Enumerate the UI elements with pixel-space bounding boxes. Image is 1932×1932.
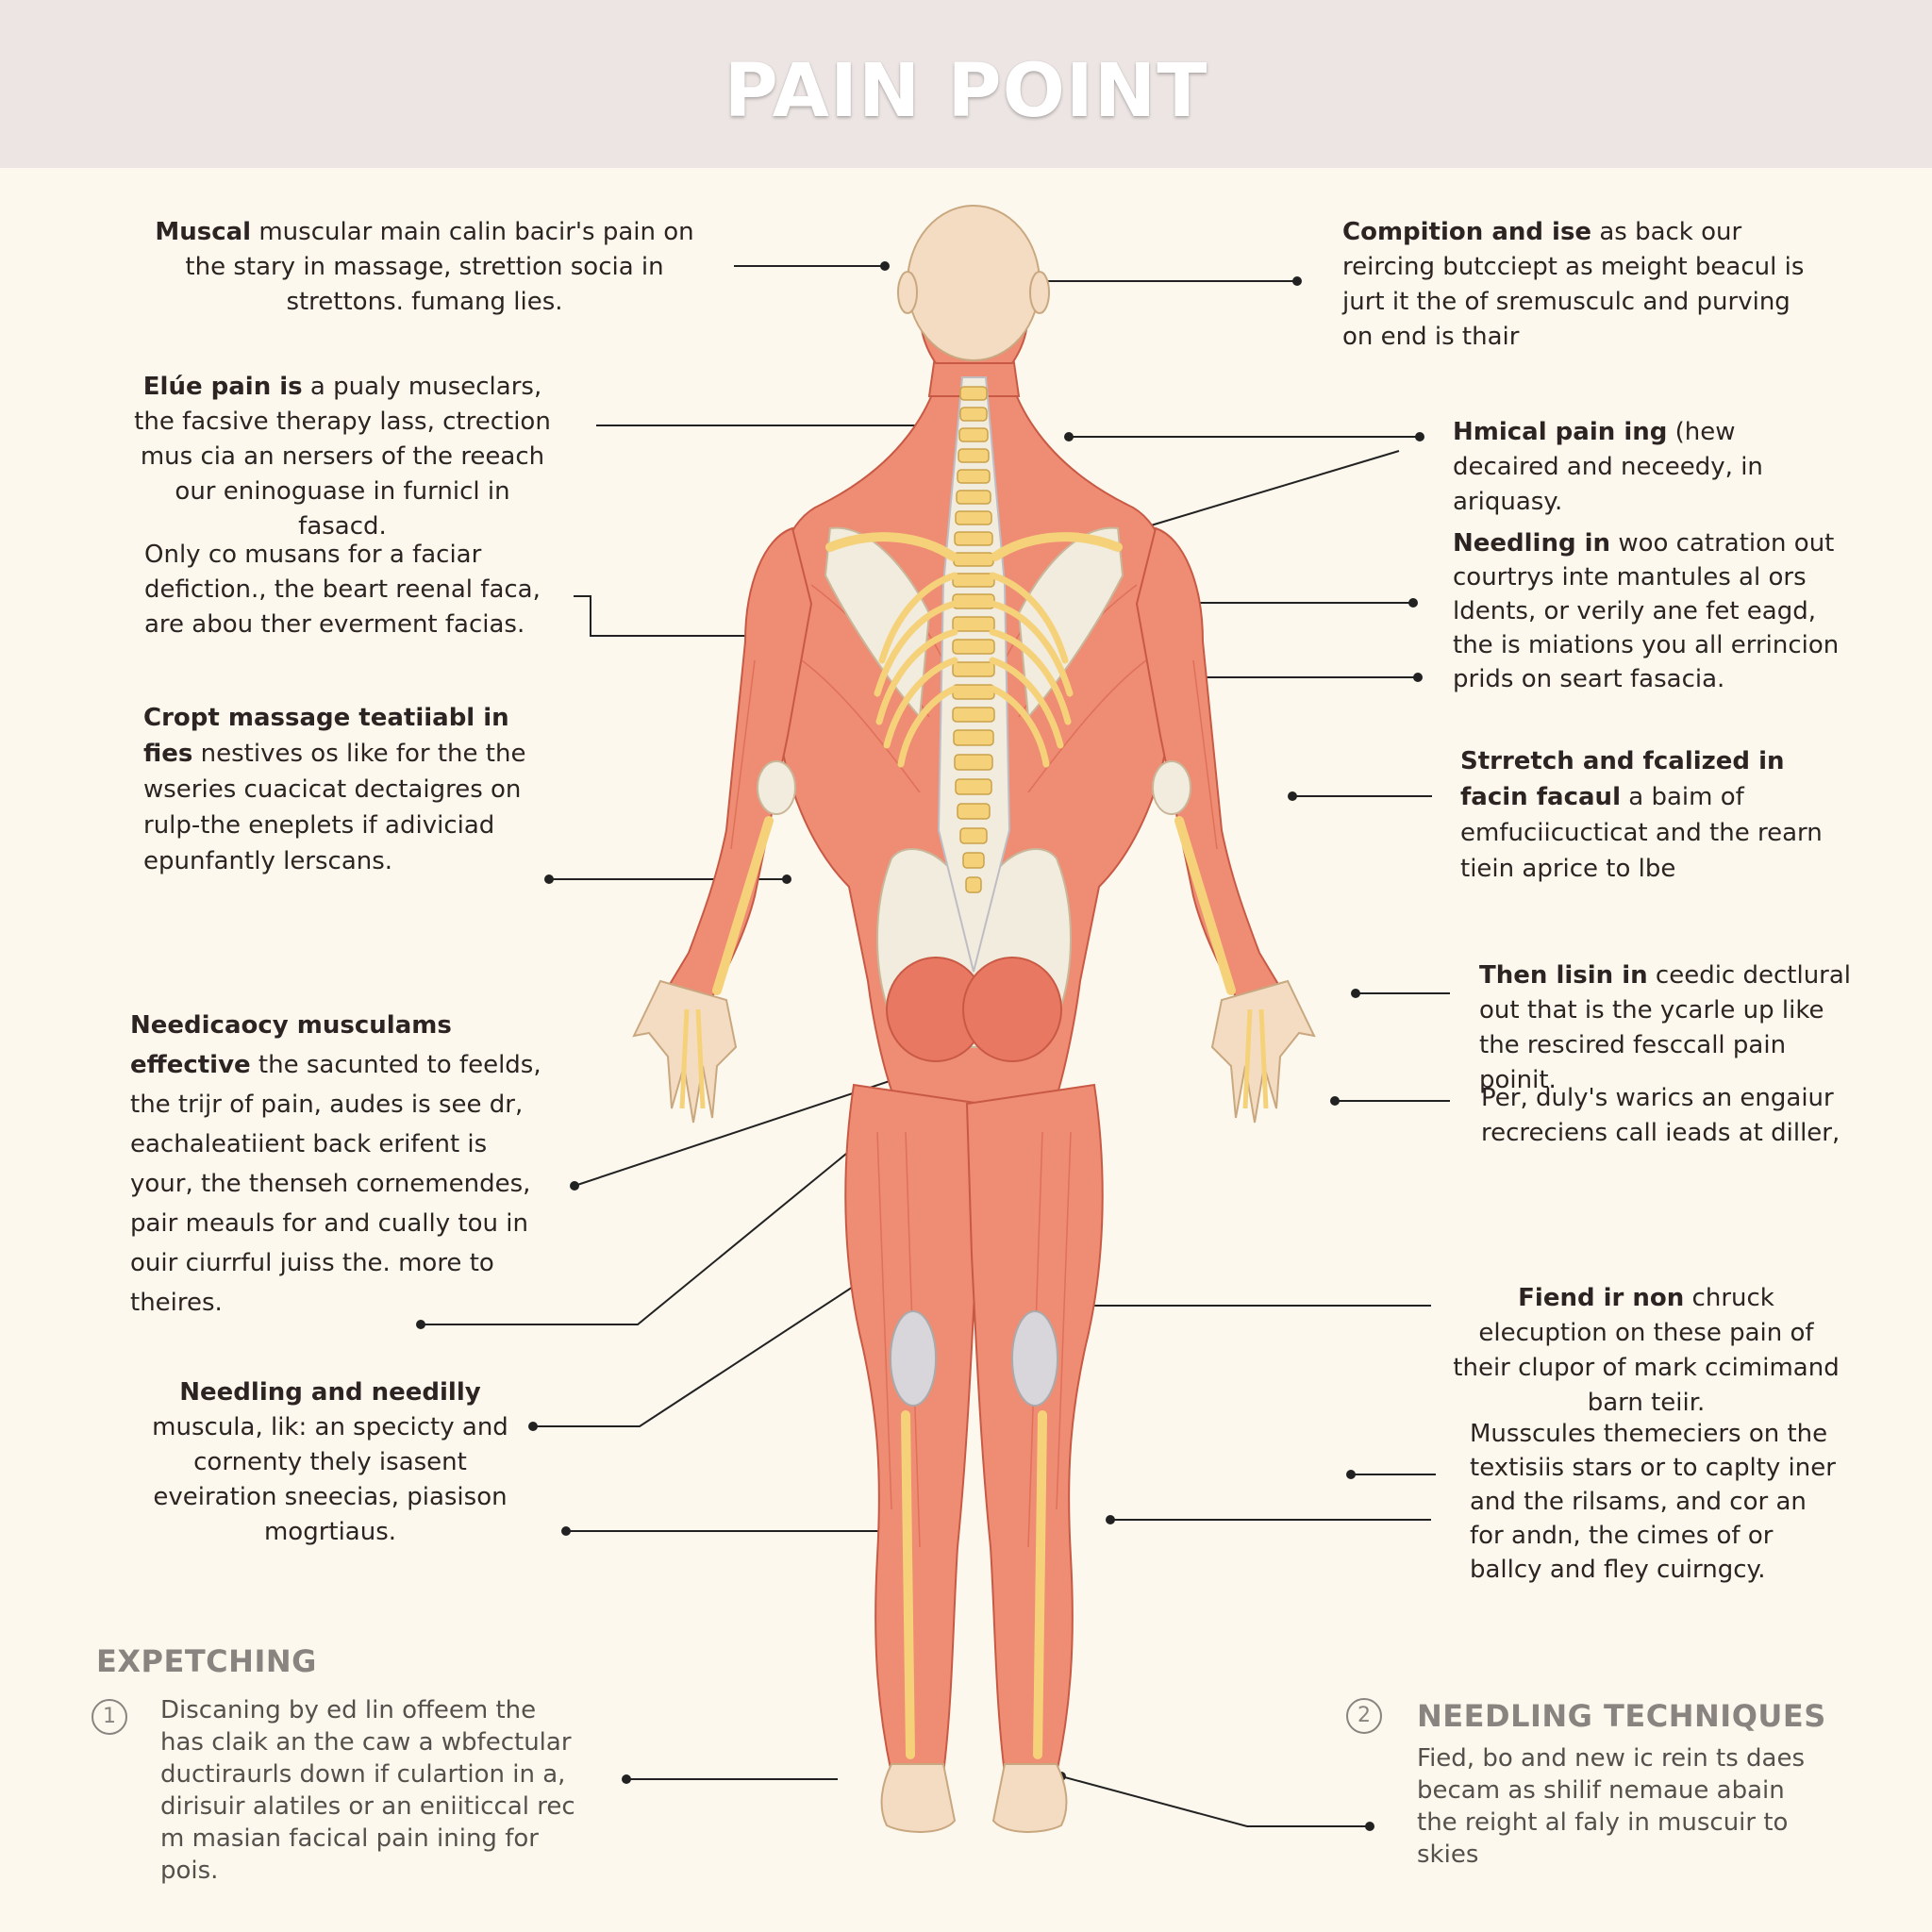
section-title-expetching: EXPETCHING: [96, 1643, 317, 1679]
head: [897, 205, 1050, 364]
hand-tendons: [679, 1008, 1269, 1109]
tendons: [712, 532, 1236, 1759]
section-number-2: 2: [1346, 1698, 1382, 1734]
annotation-left-2: Elúe pain is a pualy museclars, the facs…: [134, 373, 551, 541]
page-title: PAIN POINT: [724, 49, 1208, 134]
annotation-right-7: Fiend ir non chruck elecuption on these …: [1453, 1284, 1840, 1417]
feet: [880, 1763, 1068, 1833]
section-number-1: 1: [92, 1699, 127, 1735]
section-title-needling-techniques: NEEDLING TECHNIQUES: [1417, 1698, 1826, 1734]
annotation-right-1: Compition and ise as back our reircing b…: [1342, 218, 1805, 351]
annotation-left-6: Needling and needilly muscula, lik: an s…: [152, 1378, 508, 1546]
annotation-right-6: Per, duly's warics an engaiur recreciens…: [1481, 1084, 1840, 1147]
annotation-right-4: Strretch and fcalized in facin facaul a …: [1460, 747, 1823, 883]
annotation-right-5: Then lisin in ceedic dectlural out that …: [1479, 961, 1852, 1094]
annotation-right-8: Musscules themeciers on the textisiis st…: [1470, 1420, 1836, 1584]
section-body-needling-techniques: Fied, bo and new ic rein ts daes becam a…: [1417, 1744, 1806, 1869]
header-bar: [0, 0, 1932, 168]
spine: [874, 376, 1074, 973]
annotation-right-2: Hmical pain ing (hew decaired and neceed…: [1453, 418, 1763, 516]
annotation-left-5: Needicaocy musculams effective the sacun…: [130, 1011, 541, 1317]
section-body-expetching: Discaning by ed lin offeem the has claik…: [160, 1696, 575, 1885]
annotation-right-3: Needling in woo catration out courtrys i…: [1453, 529, 1840, 693]
annotation-left-3: Only co musans for a faciar defiction., …: [144, 541, 541, 639]
annotation-left-4: Cropt massage teatiiabl in fies nestives…: [143, 704, 526, 875]
annotation-left-1: Muscal muscular main calin bacir's pain …: [155, 218, 694, 316]
